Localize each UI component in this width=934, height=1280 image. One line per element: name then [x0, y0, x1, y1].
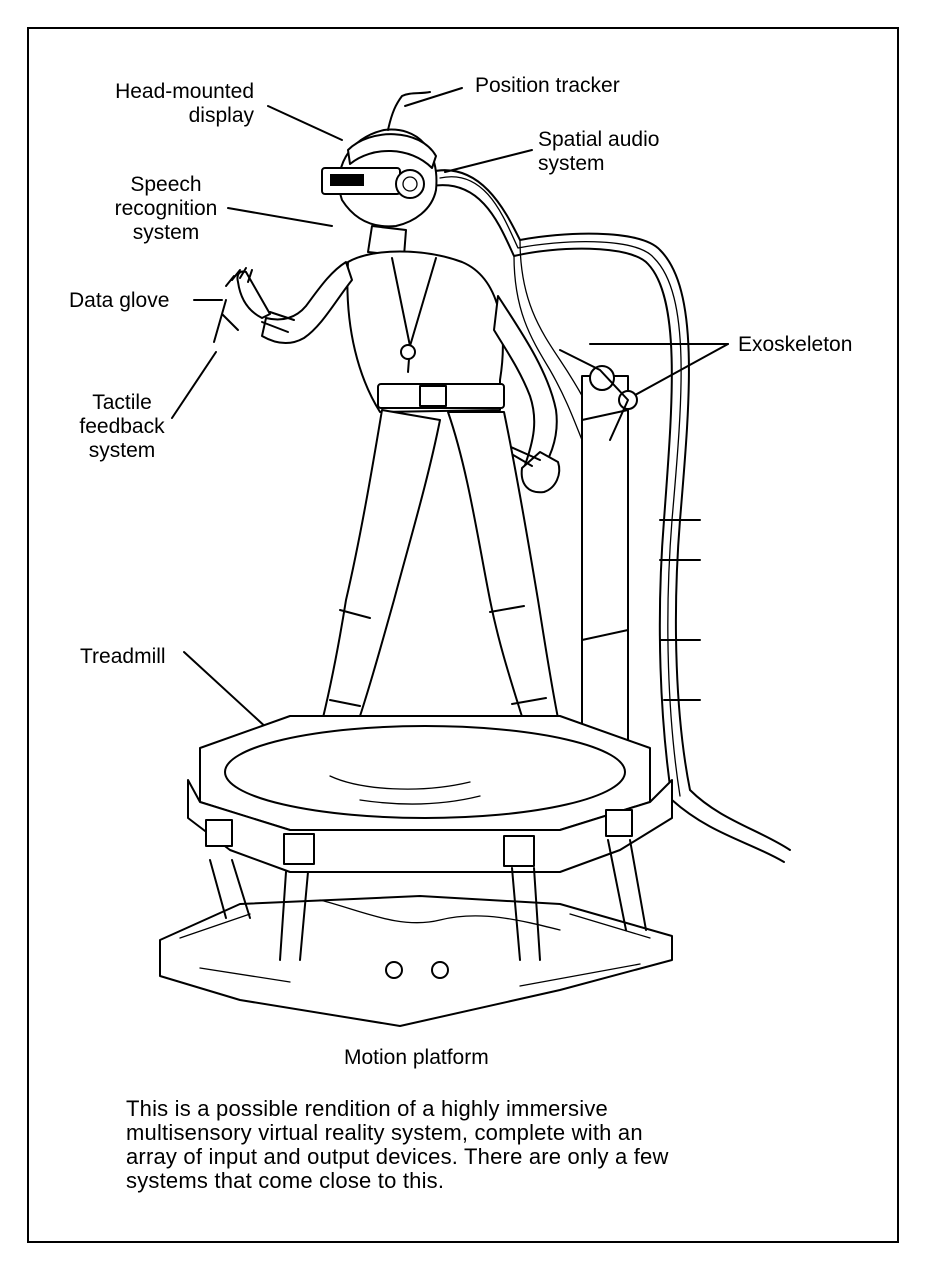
label-tactile-feedback-system: Tactile feedback system: [79, 391, 165, 462]
label-position-tracker: Position tracker: [475, 74, 620, 97]
person-figure: [213, 91, 575, 797]
position-tracker-antenna: [387, 91, 431, 131]
actuator-3: [511, 867, 541, 961]
label-data-glove: Data glove: [69, 289, 170, 312]
cable-bundle: [429, 169, 791, 863]
label-head-mounted-display: Head-mounted display: [115, 80, 254, 127]
data-glove-hand: [236, 270, 271, 319]
visor-lens: [330, 174, 364, 186]
leader-tactile-feedback: [171, 351, 217, 419]
leg-sensor-straps: [329, 605, 547, 707]
leader-position-tracker: [404, 87, 463, 107]
exoskeleton-post: [581, 375, 629, 757]
mount-2: [283, 833, 315, 865]
actuator-1: [209, 859, 251, 919]
label-motion-platform: Motion platform: [344, 1046, 489, 1069]
treadmill-deck: [199, 715, 651, 831]
exoskeleton-joint-upper: [589, 365, 615, 391]
belt-buckle: [419, 385, 447, 407]
leader-speech-recognition: [227, 207, 333, 227]
right-hand: [520, 451, 561, 494]
mount-3: [503, 835, 535, 867]
label-spatial-audio-system: Spatial audio system: [538, 128, 660, 175]
actuator-2: [279, 871, 309, 961]
mount-1: [205, 819, 233, 847]
actuator-4: [607, 839, 647, 931]
mount-4: [605, 809, 633, 837]
label-speech-recognition-system: Speech recognition system: [114, 173, 218, 244]
label-exoskeleton: Exoskeleton: [738, 333, 853, 356]
label-treadmill: Treadmill: [80, 645, 166, 668]
left-arm: [261, 261, 353, 344]
exoskeleton-frame: [559, 349, 638, 757]
helmet-band: [347, 133, 437, 169]
figure-frame: [27, 27, 899, 1243]
motion-platform: [159, 809, 673, 1027]
left-leg: [319, 409, 441, 741]
treadmill-surface: [224, 725, 626, 819]
leader-head-mounted-display: [267, 105, 343, 141]
figure-caption: This is a possible rendition of a highly…: [126, 1096, 669, 1193]
leader-spatial-audio: [444, 149, 533, 173]
treadmill: [187, 715, 673, 873]
spatial-audio-earphone: [395, 169, 425, 199]
data-glove-fingers: [213, 267, 253, 343]
leader-exoskeleton-lower: [625, 343, 729, 401]
motion-platform-base: [159, 895, 673, 1027]
